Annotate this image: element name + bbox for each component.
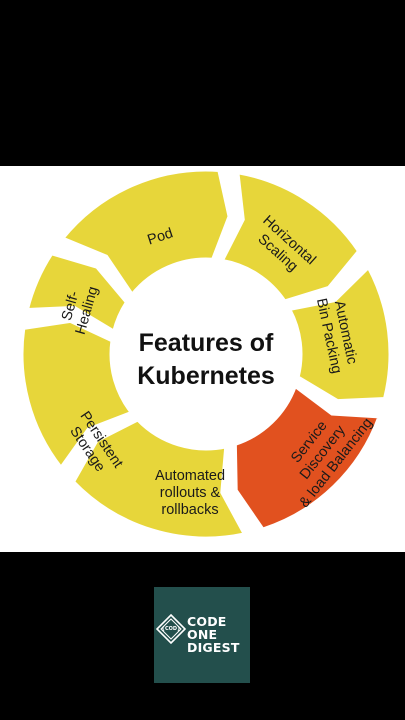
segment-service-discovery — [233, 384, 382, 531]
segment-label-line: rollbacks — [161, 502, 218, 518]
segment-self-healing — [25, 252, 129, 334]
logo-word-digest: DIGEST — [187, 640, 240, 655]
center-title-line-2: Kubernetes — [137, 362, 275, 390]
logo-word-one: ONE — [187, 627, 218, 642]
segment-label-pod: Pod — [146, 225, 175, 248]
segment-label-line: Pod — [146, 225, 175, 248]
logo-word-code: CODE — [187, 614, 227, 629]
segments-layer — [20, 168, 392, 540]
center-circle — [114, 262, 298, 446]
segment-horizontal-scaling — [220, 170, 361, 303]
segment-persistent-storage — [20, 319, 134, 470]
code-one-digest-logo: {COD} CODE ONE DIGEST — [154, 587, 250, 683]
center-title-line-1: Features of — [139, 329, 274, 357]
logo-badge-text: {COD} — [161, 626, 181, 632]
segment-label-line: Self- — [59, 289, 83, 322]
segment-pod — [60, 168, 231, 297]
segment-label-line: rollouts & — [160, 485, 221, 501]
segment-label-line: Automated — [155, 468, 225, 484]
segment-automatic-bin-packing — [287, 265, 392, 403]
logo-badge-icon — [156, 614, 186, 644]
segment-automated-rollouts — [71, 418, 247, 540]
